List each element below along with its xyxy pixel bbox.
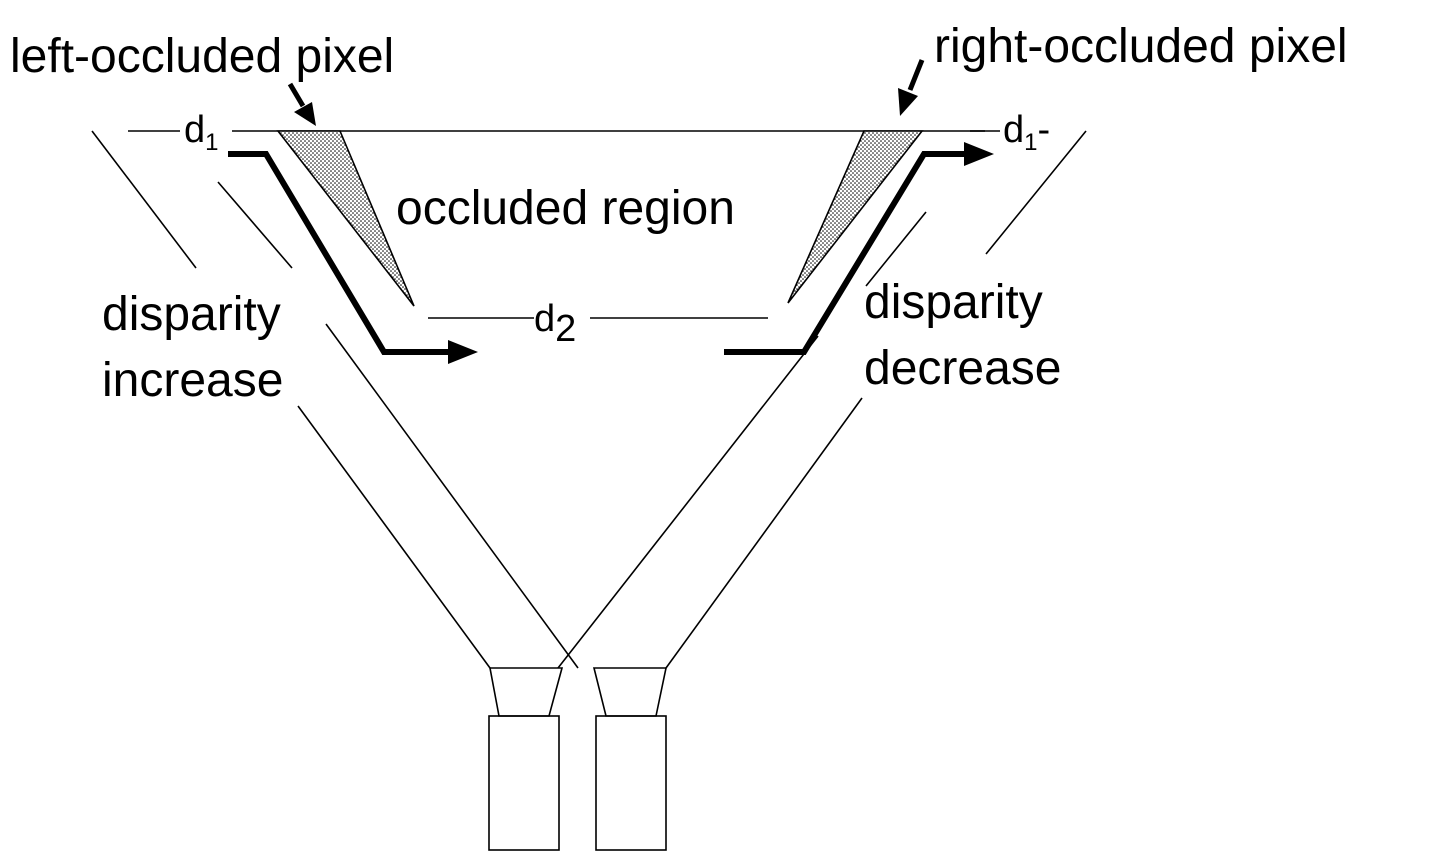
right-occluded-pointer-arrowhead	[898, 88, 918, 116]
d1-right-label: d1-	[1003, 109, 1050, 156]
occluded-region-label: occluded region	[396, 182, 735, 235]
d1-right-main: d	[1003, 109, 1024, 151]
disparity-increase-arrowhead	[448, 340, 478, 364]
left-camera-lens	[489, 667, 564, 717]
right-occluded-pointer-line	[907, 59, 925, 91]
left-occluded-pointer-arrowhead	[294, 102, 316, 126]
left-camera-outer-ray-upper	[91, 130, 197, 269]
right-camera-inner-ray-upper	[865, 211, 927, 287]
disparity-decrease-path	[724, 151, 968, 355]
disparity-decrease-label-line2: decrease	[864, 342, 1061, 395]
left-camera-body	[488, 715, 560, 851]
d1-left-label: d1	[184, 109, 219, 156]
left-camera-inner-ray-lower	[325, 323, 579, 669]
disparity-decrease-arrowhead	[964, 142, 994, 166]
disparity-increase-label-line2: increase	[102, 354, 283, 407]
disparity-increase-label-line1: disparity	[102, 288, 281, 341]
right-camera-lens	[592, 667, 667, 717]
right-occluded-pixel-label: right-occluded pixel	[934, 20, 1348, 73]
right-occluded-triangle	[787, 130, 924, 304]
d1-left-main: d	[184, 109, 205, 151]
d2-main: d	[534, 298, 555, 340]
right-camera-body	[595, 715, 667, 851]
left-occluded-pixel-label: left-occluded pixel	[10, 30, 394, 83]
left-occluded-triangle	[276, 130, 415, 307]
d1-left-subscript: 1	[205, 129, 218, 156]
right-camera-outer-ray-lower	[665, 397, 863, 669]
d2-label: d2	[534, 298, 576, 350]
d2-subscript: 2	[555, 308, 576, 350]
right-camera-outer-ray-upper	[985, 130, 1087, 255]
disparity-increase-path	[228, 151, 452, 355]
d1-right-suffix: -	[1038, 109, 1051, 151]
disparity-decrease-label-line1: disparity	[864, 276, 1043, 329]
right-camera-inner-ray-lower	[557, 335, 819, 669]
left-occluded-pointer-line	[287, 82, 306, 108]
left-camera-inner-ray-upper	[217, 181, 293, 269]
d1-right-subscript: 1	[1024, 129, 1037, 156]
left-camera-outer-ray-lower	[297, 405, 491, 669]
